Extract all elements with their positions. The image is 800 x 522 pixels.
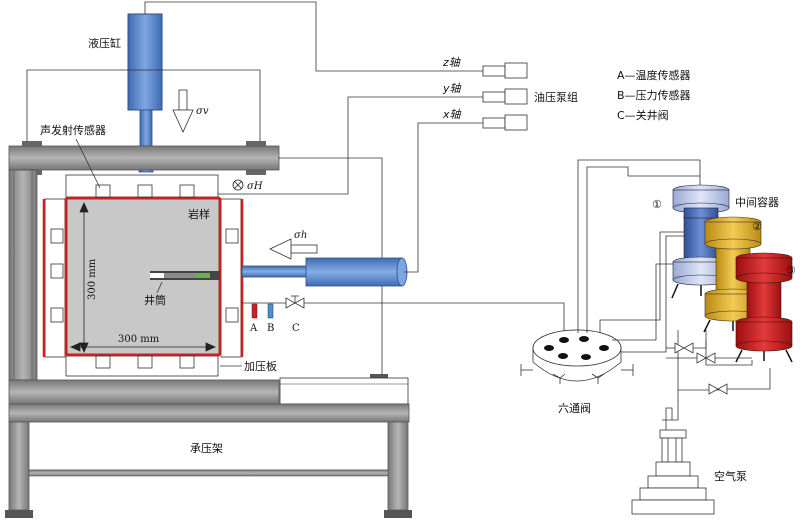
- x-axis-label: x轴: [442, 108, 462, 121]
- acoustic-sensors-left: [50, 228, 64, 323]
- six-way-valve-label: 六通阀: [558, 401, 591, 415]
- six-way-valve: [520, 329, 634, 384]
- frame-bottom-beam: [8, 379, 280, 405]
- container-valves: [674, 342, 728, 395]
- sigma-h-arrow: [269, 238, 318, 260]
- acoustic-sensors-bottom: [95, 355, 195, 369]
- legend-item-temperature: A—温度传感器: [617, 68, 691, 82]
- frame-right-foot: [370, 374, 388, 380]
- hydraulic-cylinder-label: 液压缸: [88, 36, 121, 50]
- pump-group-label: 油压泵组: [534, 90, 578, 104]
- dim-horizontal-label: 300 mm: [118, 334, 160, 345]
- y-axis-label: y轴: [442, 82, 462, 95]
- horizontal-cylinder: [241, 257, 408, 287]
- acoustic-sensor-label: 声发射传感器: [40, 123, 106, 137]
- circle-2: ②: [752, 220, 762, 233]
- marker-B: B: [267, 323, 274, 334]
- sigma-H-symbol: [232, 179, 244, 191]
- wellbore-label: 井筒: [144, 293, 166, 307]
- pump-group: [482, 62, 528, 131]
- legend-item-pressure: B—压力传感器: [617, 89, 691, 102]
- dim-horizontal: [70, 342, 216, 352]
- circle-3: ③: [786, 264, 796, 277]
- x-axis-line: [404, 122, 483, 273]
- temperature-sensor-A: [251, 303, 258, 319]
- z-axis-line: [144, 1, 483, 72]
- intermediate-container-1: [671, 184, 731, 299]
- hydraulic-cylinder: [127, 13, 163, 173]
- wellbore: [150, 271, 220, 280]
- injection-line: [241, 302, 565, 333]
- intermediate-container-3: [735, 252, 793, 363]
- acoustic-sensors-right: [225, 228, 239, 323]
- pressure-sensor-B: [267, 303, 274, 319]
- marker-A: A: [249, 323, 258, 334]
- air-pump-label: 空气泵: [714, 469, 747, 483]
- legend-item-valve: C—关井阀: [617, 108, 669, 122]
- rock-sample-label: 岩样: [188, 207, 210, 221]
- acoustic-sensors-top: [95, 184, 195, 198]
- pressure-plate-right: [220, 198, 242, 358]
- frame-left-column: [8, 169, 38, 381]
- sigma-h-label: σh: [294, 230, 307, 241]
- pressure-plate-label: 加压板: [244, 359, 277, 373]
- dim-vertical: [79, 202, 89, 353]
- frame-label: 承压架: [190, 442, 223, 455]
- circle-1: ①: [652, 198, 662, 211]
- sigma-v-arrow: [172, 89, 194, 133]
- air-pump: [631, 407, 715, 515]
- marker-C: C: [292, 323, 300, 334]
- shut-in-valve-C: [285, 295, 305, 309]
- sigma-H-label: σH: [247, 181, 263, 192]
- tie-rod-top: [26, 69, 261, 141]
- bearing-stand: [5, 403, 412, 518]
- dim-vertical-label: 300 mm: [87, 258, 98, 300]
- intermediate-container-label: 中间容器: [735, 195, 779, 209]
- frame-top-beam: [8, 141, 280, 175]
- sigma-v-label: σv: [196, 106, 209, 117]
- frame-base-slab: [279, 377, 409, 405]
- y-axis-line: [218, 96, 483, 195]
- z-axis-label: z轴: [442, 56, 461, 69]
